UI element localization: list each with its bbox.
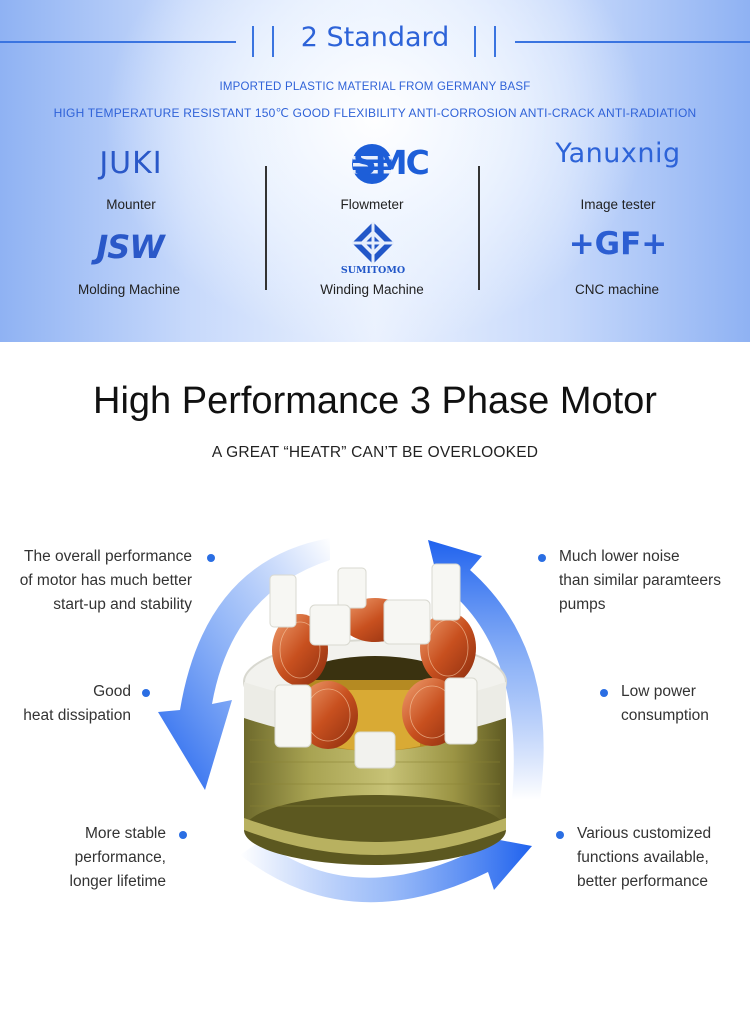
feature-bullet-icon	[538, 554, 546, 562]
smc-wordmark: SMC	[353, 143, 430, 182]
smc-caption: Flowmeter	[340, 197, 404, 212]
feature-stability: More stable performance, longer lifetime	[69, 825, 167, 890]
motor-illustration	[158, 538, 544, 903]
title-rule-right	[515, 41, 750, 43]
juki-logo: JUKI	[99, 146, 163, 181]
gf-logo: +GF+	[568, 226, 668, 262]
feature-customized: Various customized functions available, …	[577, 825, 712, 890]
smc-logo: SMC	[308, 143, 438, 187]
arrow-right-icon	[428, 540, 544, 800]
column-divider-left	[265, 166, 267, 290]
arrow-left-icon	[158, 538, 330, 790]
feature-low-power: Low power consumption	[621, 683, 709, 724]
features-subtitle: HIGH TEMPERATURE RESISTANT 150℃ GOOD FLE…	[53, 106, 697, 120]
gf-caption: CNC machine	[574, 282, 660, 297]
smc-emblem-icon	[352, 144, 392, 184]
feature-heat-dissipation: Good heat dissipation	[23, 683, 131, 724]
yanuxnig-logo: Yanuxnig	[555, 138, 681, 169]
jsw-logo: JSW	[96, 228, 164, 266]
sumitomo-caption: Winding Machine	[320, 282, 424, 297]
jsw-caption: Molding Machine	[77, 282, 181, 297]
feature-bullet-icon	[556, 831, 564, 839]
yanuxnig-caption: Image tester	[580, 197, 656, 212]
feature-performance: The overall performance of motor has muc…	[19, 548, 192, 613]
material-subtitle: IMPORTED PLASTIC MATERIAL FROM GERMANY B…	[219, 81, 531, 93]
feature-bullet-icon	[207, 554, 215, 562]
column-divider-right	[478, 166, 480, 290]
banner-title: 2 Standard	[300, 22, 450, 53]
sumitomo-emblem-icon	[352, 222, 394, 264]
feature-bullet-icon	[179, 831, 187, 839]
motor-feature-diagram: The overall performance of motor has muc…	[0, 500, 750, 1012]
feature-low-noise: Much lower noise than similar paramteers…	[559, 548, 721, 613]
stator-core	[243, 563, 507, 865]
motor-tagline: A GREAT “HEATR” CAN’T BE OVERLOOKED	[211, 444, 539, 461]
standard-banner: 2 Standard IMPORTED PLASTIC MATERIAL FRO…	[0, 0, 750, 342]
sumitomo-wordmark: SUMITOMO	[340, 265, 406, 276]
title-bar-left-inner	[272, 26, 274, 57]
feature-bullet-icon	[142, 689, 150, 697]
title-bar-right-outer	[494, 26, 496, 57]
title-bar-left-outer	[252, 26, 254, 57]
motor-heading: High Performance 3 Phase Motor	[93, 380, 657, 422]
title-bar-right-inner	[474, 26, 476, 57]
juki-caption: Mounter	[106, 197, 156, 212]
arrow-bottom-icon	[240, 834, 532, 903]
feature-bullet-icon	[600, 689, 608, 697]
sumitomo-logo: SUMITOMO	[330, 221, 416, 279]
title-rule-left	[0, 41, 236, 43]
